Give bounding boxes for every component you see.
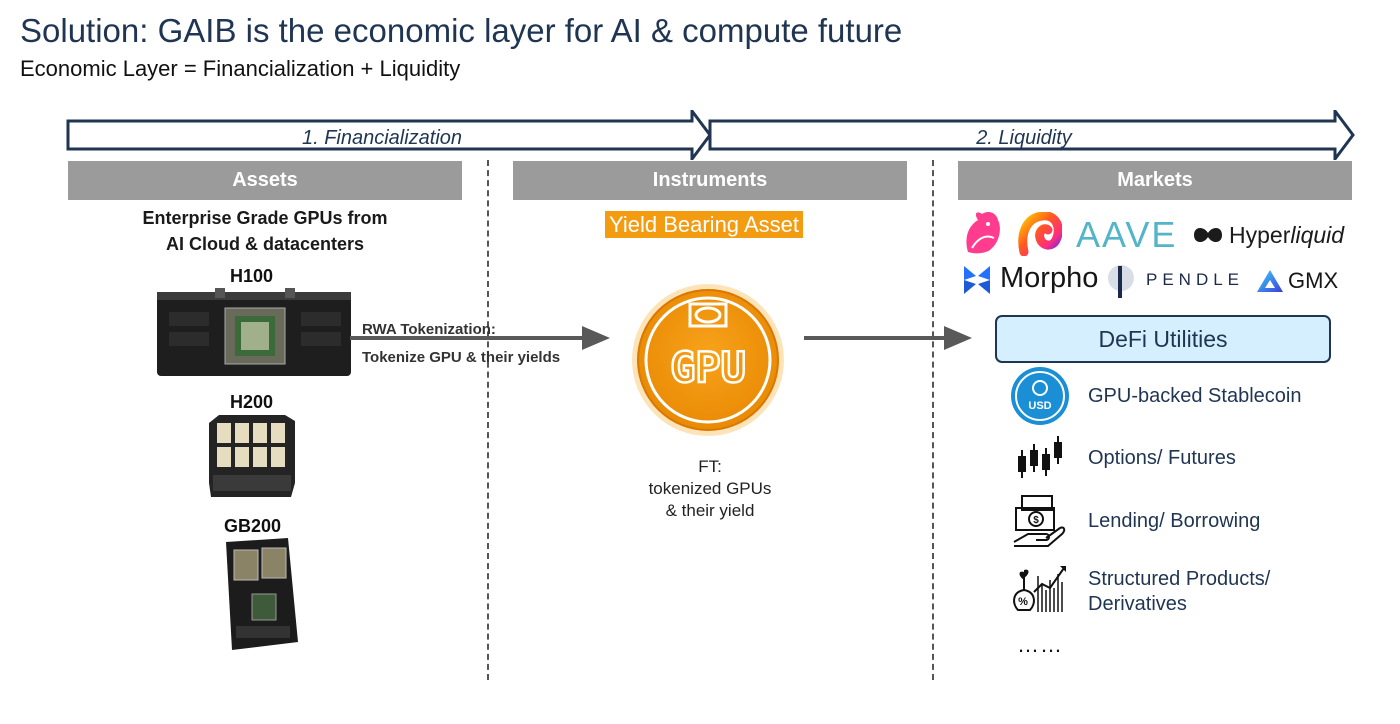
token-caption-line1: FT: (698, 457, 722, 476)
yield-bearing-asset-tag: Yield Bearing Asset (605, 211, 803, 238)
markets-header: Markets (958, 161, 1352, 200)
h100-gpu-image (157, 288, 351, 376)
unicorn-icon (966, 212, 1000, 254)
divider-left (487, 160, 489, 680)
tokenization-arrow-head (582, 326, 610, 350)
curve-icon (1018, 212, 1062, 256)
stablecoin-icon: USD (1011, 367, 1069, 425)
svg-text:$: $ (1033, 515, 1039, 526)
gmx-icon (1257, 270, 1283, 292)
phase-arrows: 1. Financialization 2. Liquidity (66, 110, 1355, 160)
utility-label-lending: Lending/ Borrowing (1088, 510, 1261, 532)
candlestick-icon (1018, 436, 1062, 478)
page-title: Solution: GAIB is the economic layer for… (20, 12, 903, 49)
divider-right (932, 160, 934, 680)
hyperliquid-text-italic: liquid (1290, 222, 1345, 248)
svg-text:%: % (1018, 596, 1028, 608)
gpu-label-gb200: GB200 (224, 516, 282, 536)
utility-label-options-futures: Options/ Futures (1088, 447, 1236, 469)
gpu-label-h200: H200 (230, 392, 274, 412)
assets-header: Assets (68, 161, 462, 200)
pendle-icon (1108, 265, 1134, 298)
gpu-label-h100: H100 (230, 266, 274, 286)
utility-label-structured-line2: Derivatives (1088, 593, 1187, 615)
phase-label-financialization: 1. Financialization (302, 127, 462, 149)
hyperliquid-text-main: Hyper (1229, 222, 1291, 248)
tokenization-label-line1: RWA Tokenization: (362, 321, 496, 338)
tokenization-label: RWA Tokenization: Tokenize GPU & their y… (362, 316, 560, 372)
utility-label-structured-products: Structured Products/ Derivatives (1088, 567, 1270, 617)
token-caption-line2: tokenized GPUs (648, 479, 772, 498)
market-arrow-head (944, 326, 972, 350)
gpu-token-icon: GPU (632, 284, 784, 436)
morpho-icon (964, 266, 990, 294)
page-subtitle: Economic Layer = Financialization + Liqu… (20, 56, 461, 81)
defi-utilities-box: DeFi Utilities (995, 315, 1331, 363)
phase-label-liquidity: 2. Liquidity (975, 127, 1073, 149)
flow-arrows (350, 326, 972, 350)
more-utilities-ellipsis: …… (1017, 632, 1063, 657)
aave-logo: AAVE (1076, 214, 1178, 255)
lending-icon: $ (1013, 495, 1066, 547)
hyperliquid-icon (1194, 227, 1222, 243)
instruments-header: Instruments (513, 161, 907, 200)
token-caption-line3: & their yield (665, 501, 755, 520)
assets-description-line1: Enterprise Grade GPUs from (142, 208, 388, 228)
h200-gpu-image (209, 415, 295, 497)
hyperliquid-logo: Hyperliquid (1229, 222, 1344, 249)
gmx-logo: GMX (1288, 268, 1339, 293)
morpho-logo: Morpho (1000, 262, 1099, 294)
phase-arrow-liquidity (708, 110, 1355, 160)
utility-label-structured-line1: Structured Products/ (1088, 568, 1271, 590)
token-text: GPU (670, 343, 746, 392)
pendle-logo: PENDLE (1146, 270, 1245, 289)
utility-label-stablecoin: GPU-backed Stablecoin (1088, 385, 1302, 407)
token-caption: FT: tokenized GPUs & their yield (598, 456, 822, 522)
phase-arrow-financialization (66, 110, 712, 160)
structured-products-icon: % (1013, 566, 1066, 612)
assets-description-line2: AI Cloud & datacenters (165, 234, 365, 254)
gb200-gpu-image (226, 538, 298, 650)
tokenization-label-line2: Tokenize GPU & their yields (362, 349, 561, 366)
stablecoin-badge: USD (1028, 400, 1051, 412)
assets-description: Enterprise Grade GPUs from AI Cloud & da… (68, 205, 462, 257)
